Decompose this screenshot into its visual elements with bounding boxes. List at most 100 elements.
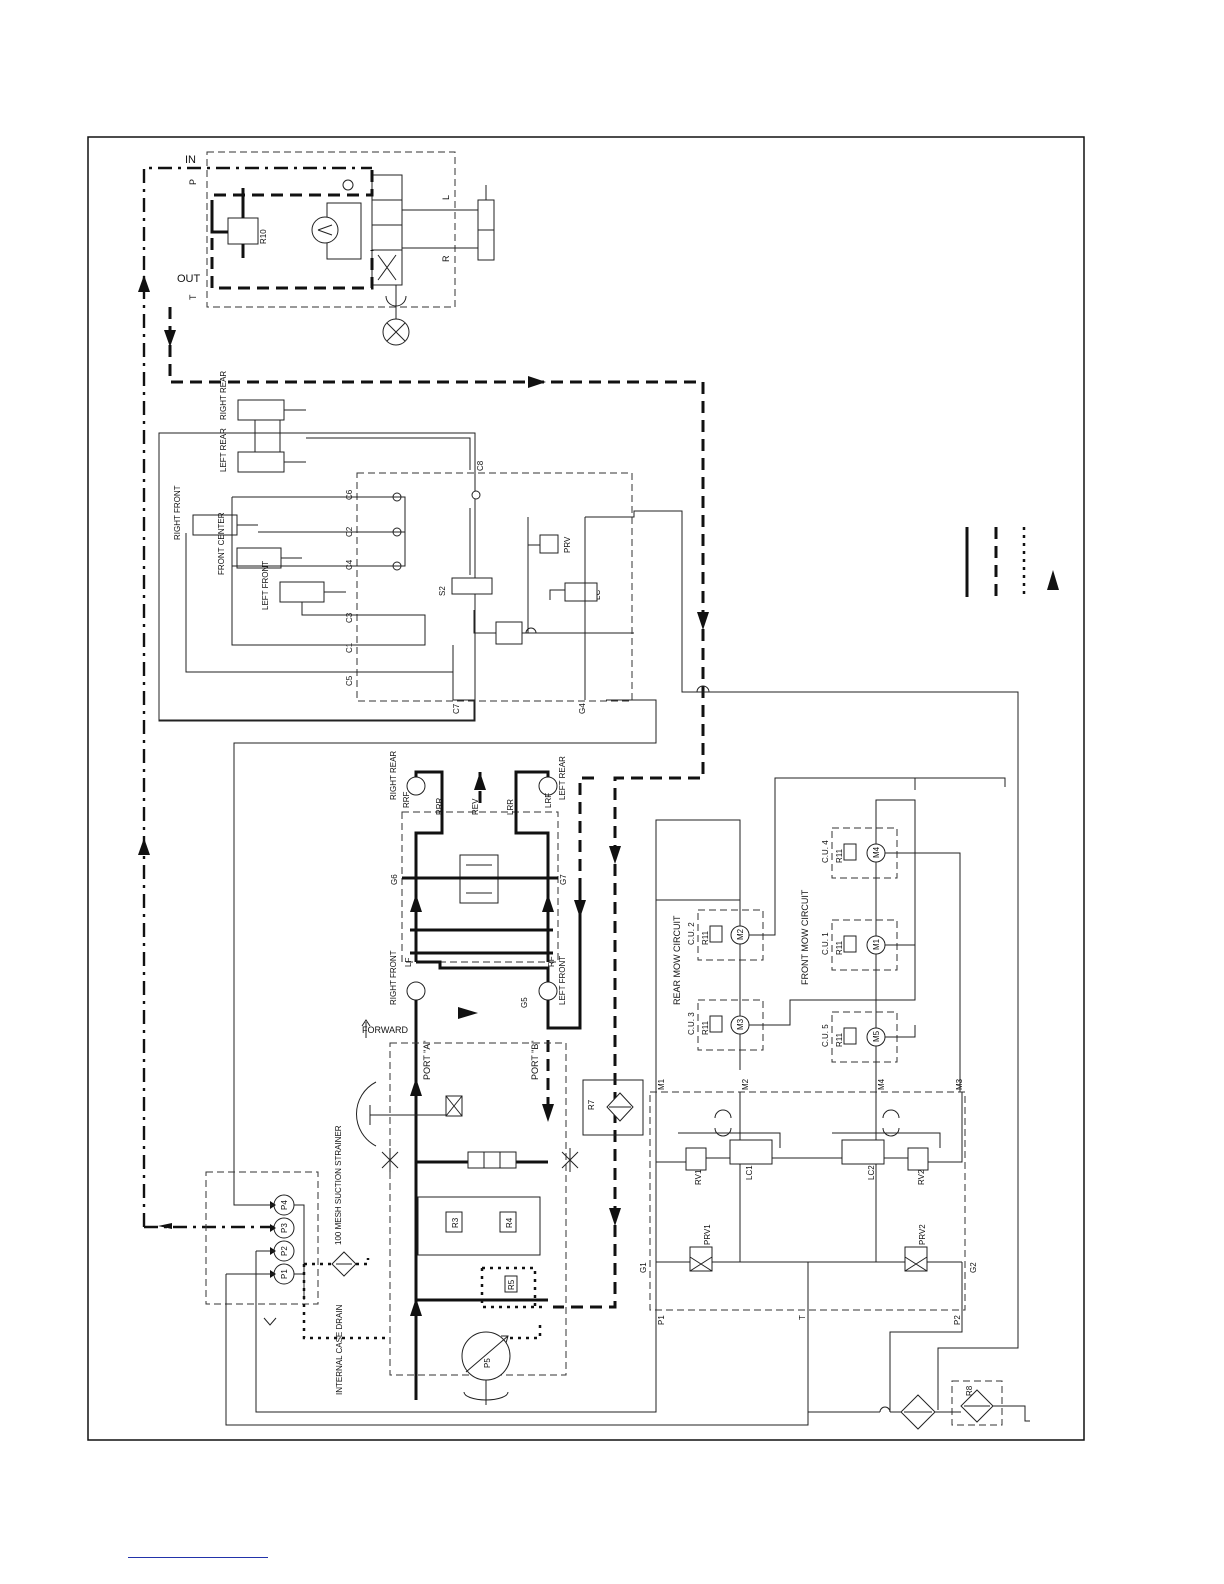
- rear-mow-label: REAR MOW CIRCUIT: [672, 915, 682, 1005]
- r11-cu4-label: R11: [835, 848, 844, 863]
- cu3-relief-icon: [709, 1015, 723, 1033]
- c3-label: C3: [345, 612, 354, 623]
- metering-unit-box: [326, 202, 362, 260]
- steering-in-label: IN: [185, 154, 196, 166]
- cu1-relief-icon: [843, 935, 857, 953]
- m4-label: M4: [872, 846, 881, 858]
- g7-label: G7: [559, 874, 568, 885]
- steering-r-label: R: [441, 255, 451, 262]
- steering-l-label: L: [441, 195, 451, 200]
- c4-label: C4: [345, 559, 354, 570]
- lf-label: LF: [404, 958, 413, 967]
- filters-group: R7 R8: [582, 1079, 1030, 1430]
- r11-cu2-label: R11: [701, 930, 710, 945]
- r4-label: R4: [505, 1217, 514, 1228]
- right-front-cylinder-icon: [192, 514, 238, 536]
- cu5-relief-icon: [843, 1027, 857, 1045]
- manifold-g1-label: G1: [639, 1262, 648, 1273]
- p5-label: P5: [483, 1358, 492, 1368]
- manifold-m1-label: M1: [657, 1078, 666, 1090]
- port-a-label: PORT "A": [422, 1040, 432, 1080]
- m1-label: M1: [872, 938, 881, 950]
- line-legend: [965, 527, 1059, 597]
- pump-group-box: [205, 1171, 319, 1305]
- relief-valve-r10-icon: [227, 217, 259, 245]
- schematic-frame: [87, 136, 1085, 1441]
- lc1-label: LC1: [745, 1165, 754, 1180]
- rrr-label: RRR: [435, 797, 444, 815]
- r11-cu3-label: R11: [701, 1020, 710, 1035]
- return-line-left: [142, 166, 372, 1227]
- lrr-label: LRR: [506, 799, 515, 815]
- forward-label: FORWARD: [362, 1025, 408, 1035]
- r11-cu5-label: R11: [835, 1032, 844, 1047]
- c1-label: C1: [345, 642, 354, 653]
- front-center-cylinder-icon: [236, 547, 282, 569]
- port-b-label: PORT "B": [530, 1040, 540, 1080]
- left-rear-motor-icon: [538, 776, 558, 796]
- steering-p-label: P: [188, 179, 198, 185]
- prv-valve-icon: [539, 534, 559, 554]
- cu2-label: C.U. 2: [687, 922, 696, 945]
- right-front-motor-icon: [406, 981, 426, 1001]
- lift-valve-box: [356, 472, 633, 702]
- r10-label: R10: [259, 229, 268, 244]
- r5-label: R5: [507, 1279, 516, 1290]
- right-rear-motor-label: RIGHT REAR: [389, 751, 398, 800]
- pump-group: P4 P3 P2 P1 100 MESH SUCTION STRAINER IN…: [205, 819, 809, 1426]
- variable-pump-p5-icon: [461, 1331, 511, 1381]
- manifold-m2-label: M2: [741, 1078, 750, 1090]
- prv2-valve-icon: [904, 1246, 928, 1272]
- g5-label: G5: [520, 997, 529, 1008]
- shuttle-valve-icon: [467, 1151, 517, 1169]
- p3-label: P3: [280, 1223, 289, 1233]
- steering-out-label: OUT: [177, 273, 201, 285]
- rv1-valve-icon: [685, 1147, 707, 1171]
- g6-label: G6: [390, 874, 399, 885]
- prv1-label: PRV1: [703, 1224, 712, 1245]
- left-rear-motor-label: LEFT REAR: [558, 756, 567, 800]
- c6-label: C6: [345, 489, 354, 500]
- lift-valve-s1-icon: [495, 621, 523, 645]
- lift-valve-s2-icon: [451, 577, 493, 595]
- case-drain-label: INTERNAL CASE DRAIN: [335, 1304, 344, 1395]
- prv-label: PRV: [563, 536, 572, 553]
- relief-valve-r5-icon: [504, 1275, 518, 1293]
- m2-label: M2: [736, 928, 745, 940]
- p2-label: P2: [280, 1246, 289, 1256]
- mow-circuit-group: M2 M3 M4 M1 M5 R11 R11 R11 R11 R11 C.U. …: [639, 777, 1006, 1412]
- manifold-g2-label: G2: [969, 1262, 978, 1273]
- footer-link-rule: [128, 1557, 268, 1558]
- right-rear-label: RIGHT REAR: [219, 371, 228, 420]
- manifold-t-label: T: [798, 1315, 807, 1320]
- charge-filter-box: [582, 1079, 644, 1136]
- relief-cartridge-box: [417, 1196, 541, 1256]
- right-rear-cylinder-icon: [237, 399, 285, 421]
- left-rear-cylinder-icon: [237, 451, 285, 473]
- cu4-label: C.U. 4: [821, 840, 830, 863]
- cu5-label: C.U. 5: [821, 1024, 830, 1047]
- s2-label: S2: [438, 586, 447, 596]
- manifold-p2-label: P2: [953, 1315, 962, 1325]
- m3-label: M3: [736, 1018, 745, 1030]
- lc2-valve-icon: [841, 1139, 885, 1165]
- lrf-label: LRF: [544, 793, 553, 808]
- supply-line-top: [168, 307, 705, 1309]
- left-front-motor-icon: [538, 981, 558, 1001]
- mow-manifold-box: [649, 1091, 966, 1311]
- rv1-label: RV1: [694, 1169, 703, 1185]
- c5-label: C5: [345, 675, 354, 686]
- traction-circuit-group: RIGHT REAR LEFT REAR RIGHT FRONT LEFT FR…: [389, 751, 600, 1400]
- cu3-label: C.U. 3: [687, 1012, 696, 1035]
- r8-label: R8: [965, 1385, 974, 1396]
- metering-pump-icon: [311, 216, 339, 244]
- r3-label: R3: [451, 1217, 460, 1228]
- rv2-label: RV2: [917, 1169, 926, 1185]
- oil-cooler-box: [951, 1380, 1003, 1426]
- rrf-label: RRF: [402, 791, 411, 808]
- cu4-relief-icon: [843, 843, 857, 861]
- steering-t-label: T: [188, 294, 198, 300]
- prv2-label: PRV2: [918, 1224, 927, 1245]
- left-rear-label: LEFT REAR: [219, 428, 228, 472]
